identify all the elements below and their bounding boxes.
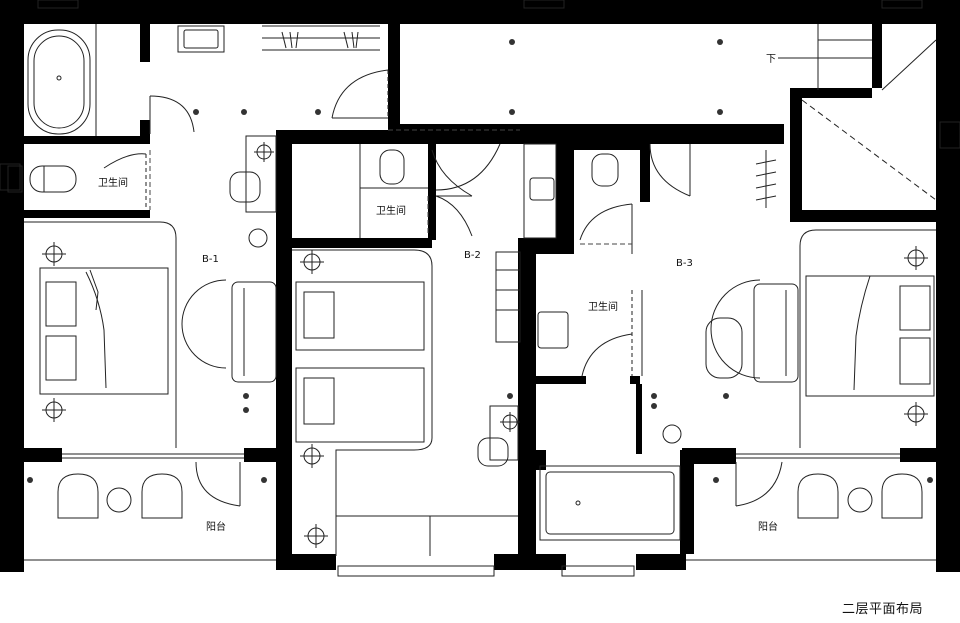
balcony-label-left: 阳台 — [206, 520, 226, 533]
balcony-label-right: 阳台 — [758, 520, 778, 533]
walls — [0, 0, 960, 572]
room-label-b3: B-3 — [676, 258, 693, 269]
wall-sconces — [42, 142, 928, 548]
bathroom-label-b1: 卫生间 — [98, 176, 128, 189]
room-label-b2: B-2 — [464, 250, 481, 261]
stair-down-label: 下 — [766, 54, 776, 65]
bathroom-label-b2: 卫生间 — [376, 204, 406, 217]
bathroom-label-b3: 卫生间 — [588, 300, 618, 313]
room-label-b1: B-1 — [202, 254, 219, 265]
ceiling-lights — [27, 39, 933, 483]
plan-title: 二层平面布局 — [842, 602, 924, 617]
openings — [149, 129, 632, 245]
fixtures — [0, 0, 960, 577]
